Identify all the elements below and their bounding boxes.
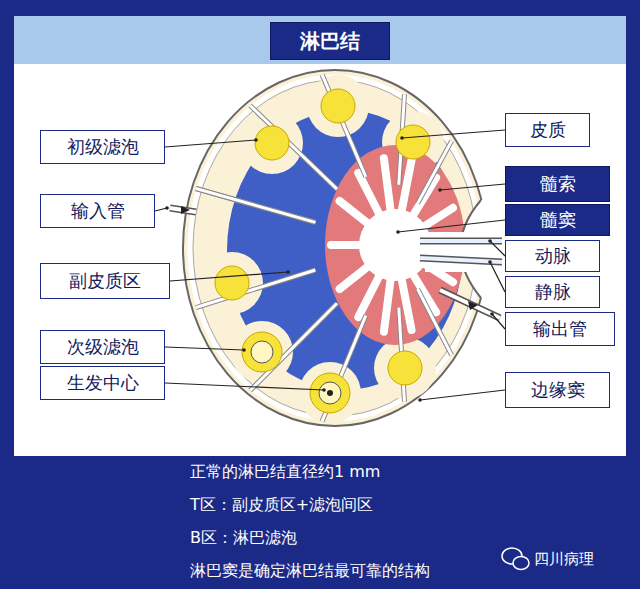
part-label: 输入管 — [71, 200, 125, 222]
trabecula — [196, 270, 315, 308]
leader-line — [170, 272, 288, 281]
follicle — [388, 351, 422, 385]
artery — [420, 238, 502, 245]
part-label: 副皮质区 — [69, 270, 141, 292]
leader-line — [165, 140, 256, 147]
leader-dot — [165, 206, 169, 210]
trabecula — [250, 105, 337, 189]
leader-line — [165, 347, 244, 350]
germinal-center — [251, 341, 273, 363]
follicle — [321, 89, 355, 123]
trabecula — [418, 289, 452, 355]
follicle — [255, 126, 289, 160]
icon-bubble — [513, 557, 529, 570]
trabecula — [418, 289, 452, 355]
trabecula — [250, 105, 337, 189]
label-box: 皮质 — [505, 113, 590, 147]
part-label: 静脉 — [535, 281, 571, 303]
part-label: 髓索 — [540, 173, 576, 195]
leader-dot — [254, 138, 258, 142]
part-label: 动脉 — [535, 245, 571, 267]
part-label: 生发中心 — [67, 372, 139, 394]
leader-dot — [418, 398, 422, 402]
leader-line — [492, 314, 505, 329]
flow-arrow — [468, 301, 478, 310]
follicle-compartment — [231, 321, 293, 383]
lymph-node — [170, 70, 502, 426]
trabecula — [196, 188, 315, 222]
follicle-compartment — [241, 112, 303, 174]
part-label: 边缘窦 — [531, 379, 585, 401]
leader-dot — [322, 388, 326, 392]
leader-dot — [438, 188, 442, 192]
follicle — [242, 332, 282, 372]
trabecula — [196, 270, 315, 308]
leader-line — [420, 390, 505, 400]
title: 淋巴结 — [270, 22, 390, 60]
label-box: 初级滤泡 — [40, 130, 165, 164]
artery — [420, 239, 502, 243]
label-box: 输入管 — [40, 194, 155, 228]
leader-line — [490, 262, 505, 292]
leader-dot — [396, 230, 400, 234]
leader-dot — [400, 136, 404, 140]
label-box: 动脉 — [505, 240, 600, 272]
leader-dot — [490, 312, 494, 316]
trabecula — [196, 188, 315, 222]
part-label: 输出管 — [533, 318, 587, 340]
label-box: 输出管 — [505, 312, 615, 346]
follicle — [396, 125, 430, 159]
leader-lines — [155, 130, 505, 402]
leader-line — [165, 383, 324, 390]
banner — [14, 16, 626, 64]
label-box: 边缘窦 — [505, 372, 610, 408]
leader-dot — [286, 270, 290, 274]
leader-dot — [242, 348, 246, 352]
part-label: 髓窦 — [540, 209, 576, 231]
wechat-icon — [502, 548, 529, 570]
germinal-dot — [327, 390, 333, 396]
part-label: 次级滤泡 — [67, 336, 139, 358]
leader-line — [490, 241, 505, 256]
efferent-duct — [440, 290, 500, 318]
label-box: 副皮质区 — [40, 263, 170, 299]
part-label: 初级滤泡 — [67, 136, 139, 158]
leader-dot — [488, 260, 492, 264]
follicle — [215, 266, 249, 300]
leader-line — [402, 130, 505, 138]
watermark: 四川病理 — [534, 549, 594, 569]
note-text: 正常的淋巴结直径约1 mm — [190, 462, 380, 482]
label-box: 髓窦 — [505, 204, 610, 236]
flow-arrow — [181, 206, 190, 214]
leader-line — [398, 220, 505, 232]
note-text: 淋巴窦是确定淋巴结最可靠的结构 — [190, 561, 430, 581]
medullary-sinus — [359, 209, 431, 281]
follicle-compartment — [299, 362, 361, 424]
leader-line — [155, 208, 167, 211]
follicle-compartment — [307, 75, 369, 137]
note-text: B区：淋巴滤泡 — [190, 528, 297, 548]
efferent-duct — [440, 290, 500, 318]
leader-dot — [488, 239, 492, 243]
germinal-center — [319, 382, 341, 404]
label-box: 次级滤泡 — [40, 330, 165, 364]
note-text: T区：副皮质区+滤泡间区 — [190, 495, 373, 515]
part-label: 皮质 — [530, 119, 566, 141]
follicle — [310, 373, 350, 413]
panel — [14, 64, 626, 456]
label-box: 生发中心 — [40, 366, 165, 400]
capsule — [183, 70, 487, 426]
trabecula — [196, 188, 315, 222]
label-box: 髓索 — [505, 166, 610, 202]
leader-line — [440, 184, 505, 190]
label-box: 静脉 — [505, 276, 600, 308]
trabecula — [196, 188, 315, 222]
